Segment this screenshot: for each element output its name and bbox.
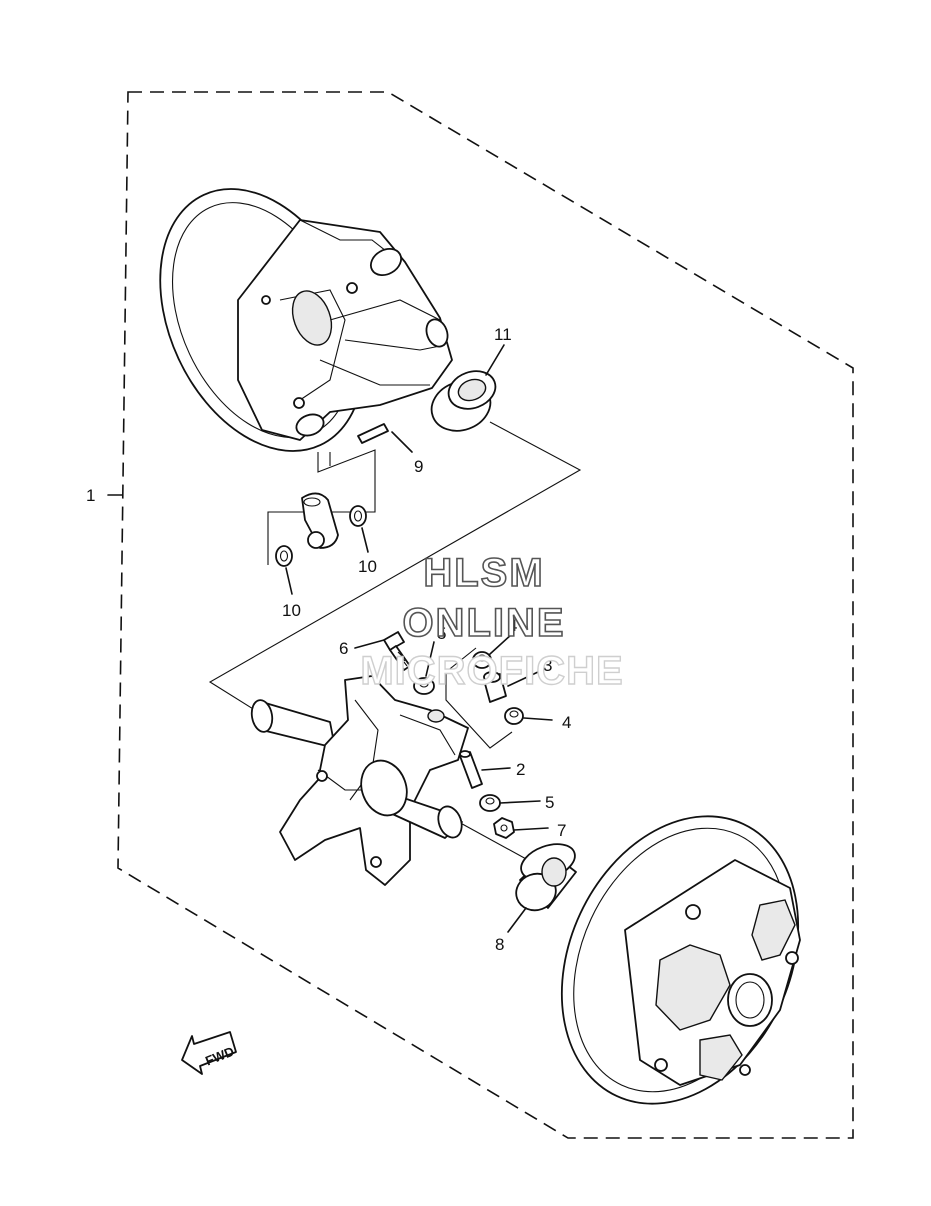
leader-2 xyxy=(481,767,511,771)
callout-10b: 10 xyxy=(282,601,301,620)
part-11-collar xyxy=(430,370,497,432)
callout-1: 1 xyxy=(86,486,95,505)
fixed-sheave-housing xyxy=(159,188,453,452)
callout-6: 6 xyxy=(339,639,348,658)
part-5-collar-lower xyxy=(479,794,501,812)
watermark-line-2: ONLINE xyxy=(402,601,565,645)
part-2-pin xyxy=(459,750,483,789)
callout-5a: 5 xyxy=(437,624,446,643)
part-3-bushing xyxy=(483,671,507,703)
roller-group-bracket xyxy=(445,647,513,749)
leader-4a xyxy=(489,633,513,655)
part-4-washer-lower xyxy=(504,707,524,725)
watermark-line-1: HLSM xyxy=(423,551,544,595)
movable-sheave-cover xyxy=(560,815,801,1105)
assembly-boundary xyxy=(117,91,854,1139)
callout-4a: 4 xyxy=(508,616,517,635)
leader-9 xyxy=(391,431,413,453)
callout-8: 8 xyxy=(495,935,504,954)
leader-5a xyxy=(425,641,435,677)
callout-10a: 10 xyxy=(358,557,377,576)
weight-arm xyxy=(301,492,339,549)
spider-shaft-assembly xyxy=(250,675,469,886)
fwd-direction-arrow: FWD xyxy=(181,1031,237,1075)
leader-5b xyxy=(499,800,541,804)
callout-5b: 5 xyxy=(545,793,554,812)
part-10-washer-a xyxy=(349,505,367,527)
leader-6 xyxy=(354,639,385,649)
part-10-washer-b xyxy=(275,545,293,567)
leader-7 xyxy=(513,827,549,831)
part-8-bushing xyxy=(515,843,577,912)
callout-4b: 4 xyxy=(562,713,571,732)
leader-11 xyxy=(485,344,505,376)
leader-10b xyxy=(285,567,293,595)
part-4-washer-upper xyxy=(472,651,492,669)
weight-group-bracket xyxy=(267,449,376,565)
callout-9: 9 xyxy=(414,457,423,476)
alignment-line-upper xyxy=(208,421,582,713)
watermark: HLSM ONLINE MICROFICHE xyxy=(360,550,624,694)
callout-3: 3 xyxy=(543,656,552,675)
alignment-line-lower xyxy=(454,819,529,861)
leader-8 xyxy=(507,907,527,933)
part-5-collar-upper xyxy=(413,677,435,695)
callout-11: 11 xyxy=(494,325,512,344)
part-9-pin xyxy=(357,423,389,444)
leader-4b xyxy=(523,717,553,721)
callout-7: 7 xyxy=(557,821,566,840)
part-6-bolt xyxy=(383,631,411,671)
part-7-nut xyxy=(493,817,515,839)
callout-2: 2 xyxy=(516,760,525,779)
leader-3 xyxy=(507,671,539,687)
leader-10a xyxy=(361,527,369,553)
watermark-line-3: MICROFICHE xyxy=(360,649,623,693)
